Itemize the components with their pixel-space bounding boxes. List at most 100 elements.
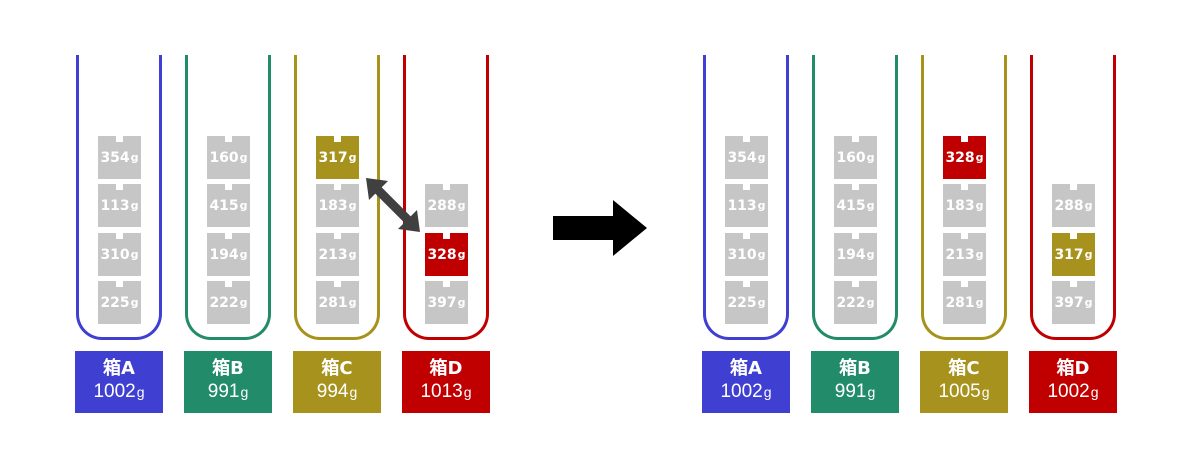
package-unit: g: [348, 199, 357, 212]
package-unit: g: [130, 248, 139, 261]
package-unit: g: [757, 151, 766, 164]
package-weight: 397: [427, 294, 457, 311]
package-unit: g: [239, 248, 248, 261]
package-unit: g: [1084, 199, 1093, 212]
package-weight: 225: [727, 294, 757, 311]
package-unit: g: [348, 296, 357, 309]
box-name: 箱C: [321, 358, 353, 379]
box-total-unit: g: [349, 384, 358, 400]
box-total-weight: 1002g: [1029, 380, 1117, 404]
swap-arrow-icon: [366, 178, 420, 232]
box-total-value: 994: [316, 381, 349, 402]
box-container: [185, 55, 271, 340]
box-total-unit: g: [136, 384, 145, 400]
package-weight: 354: [100, 149, 130, 166]
package-weight: 194: [836, 246, 866, 263]
box-total-weight: 1013g: [402, 380, 490, 404]
box-total-value: 1013: [420, 381, 463, 402]
package-weight: 225: [100, 294, 130, 311]
package-weight: 288: [1054, 197, 1084, 214]
package-unit: g: [1084, 248, 1093, 261]
package-weight: 328: [427, 246, 457, 263]
package-unit: g: [239, 296, 248, 309]
package-weight: 183: [945, 197, 975, 214]
package-unit: g: [130, 151, 139, 164]
package-unit: g: [130, 296, 139, 309]
box-total-value: 1005: [938, 381, 981, 402]
box-total-unit: g: [981, 384, 990, 400]
package-weight: 415: [836, 197, 866, 214]
package-unit: g: [866, 296, 875, 309]
package-weight: 222: [836, 294, 866, 311]
package-weight: 160: [836, 149, 866, 166]
box-total-weight: 994g: [293, 380, 381, 404]
package-unit: g: [866, 199, 875, 212]
package-weight: 113: [100, 197, 130, 214]
package-unit: g: [866, 151, 875, 164]
package-unit: g: [866, 248, 875, 261]
box-total-weight: 1002g: [75, 380, 163, 404]
package-weight: 415: [209, 197, 239, 214]
package-unit: g: [457, 248, 466, 261]
box-name: 箱D: [429, 358, 463, 379]
box-total-weight: 991g: [811, 380, 899, 404]
package-unit: g: [457, 296, 466, 309]
package-weight: 194: [209, 246, 239, 263]
right-arrow-icon: [553, 200, 647, 256]
box-container: [294, 55, 380, 340]
package-unit: g: [975, 248, 984, 261]
box-total-unit: g: [463, 384, 472, 400]
box-total-unit: g: [763, 384, 772, 400]
box-total-weight: 1002g: [702, 380, 790, 404]
box-total-value: 991: [207, 381, 240, 402]
box-container: [812, 55, 898, 340]
package-unit: g: [757, 199, 766, 212]
package-weight: 310: [727, 246, 757, 263]
package-unit: g: [239, 151, 248, 164]
package-unit: g: [348, 151, 357, 164]
box-container: [76, 55, 162, 340]
package-unit: g: [1084, 296, 1093, 309]
package-weight: 288: [427, 197, 457, 214]
box-total-weight: 1005g: [920, 380, 1008, 404]
package-unit: g: [239, 199, 248, 212]
box-name: 箱C: [948, 358, 980, 379]
box-container: [703, 55, 789, 340]
box-container: [403, 55, 489, 340]
box-total-value: 991: [834, 381, 867, 402]
box-container: [921, 55, 1007, 340]
box-name: 箱B: [212, 358, 244, 379]
package-unit: g: [757, 248, 766, 261]
box-total-value: 1002: [93, 381, 136, 402]
package-weight: 328: [945, 149, 975, 166]
box-total-unit: g: [240, 384, 249, 400]
